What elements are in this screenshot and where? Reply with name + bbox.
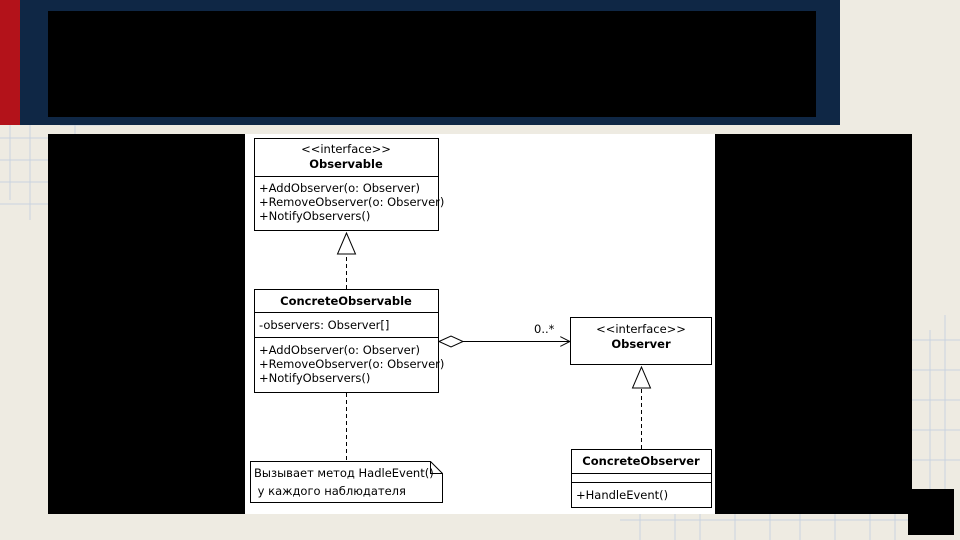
note-box: Вызывает метод HadleEvent() у каждого на… <box>250 461 443 503</box>
observable-method: +NotifyObservers() <box>259 209 370 223</box>
note-line: Вызывает метод HadleEvent() <box>254 466 434 480</box>
observer-class: <<interface>> Observer <box>570 317 712 365</box>
concrete-observer-name: ConcreteObserver <box>582 454 700 468</box>
observable-stereotype: <<interface>> <box>301 142 391 156</box>
concrete-observable-method: +AddObserver(o: Observer) <box>259 343 420 357</box>
concrete-observable-class: ConcreteObservable -observers: Observer[… <box>254 289 444 393</box>
aggregation-association: 0..* <box>437 322 570 348</box>
title-block <box>48 11 816 117</box>
right-panel <box>715 134 912 514</box>
observable-method: +AddObserver(o: Observer) <box>259 181 420 195</box>
realization-arrow-observer <box>631 365 652 449</box>
concrete-observer-method: +HandleEvent() <box>576 488 668 502</box>
note-line: у каждого наблюдателя <box>254 484 406 498</box>
observer-name: Observer <box>611 337 671 351</box>
concrete-observable-name: ConcreteObservable <box>280 294 412 308</box>
uml-diagram: <<interface>> Observable +AddObserver(o:… <box>245 134 715 514</box>
observable-method: +RemoveObserver(o: Observer) <box>259 195 444 209</box>
observer-stereotype: <<interface>> <box>596 322 686 336</box>
concrete-observable-method: +NotifyObservers() <box>259 371 370 385</box>
observable-name: Observable <box>309 157 383 171</box>
observable-class: <<interface>> Observable +AddObserver(o:… <box>254 138 444 231</box>
realization-arrow-observable <box>336 231 357 289</box>
concrete-observable-method: +RemoveObserver(o: Observer) <box>259 357 444 371</box>
uml-svg: <<interface>> Observable +AddObserver(o:… <box>250 138 712 508</box>
left-panel <box>48 134 245 514</box>
corner-square <box>908 489 954 535</box>
association-multiplicity: 0..* <box>534 322 555 336</box>
concrete-observer-class: ConcreteObserver +HandleEvent() <box>571 449 712 508</box>
concrete-observable-field: -observers: Observer[] <box>259 318 389 332</box>
red-accent-bar <box>0 0 20 125</box>
